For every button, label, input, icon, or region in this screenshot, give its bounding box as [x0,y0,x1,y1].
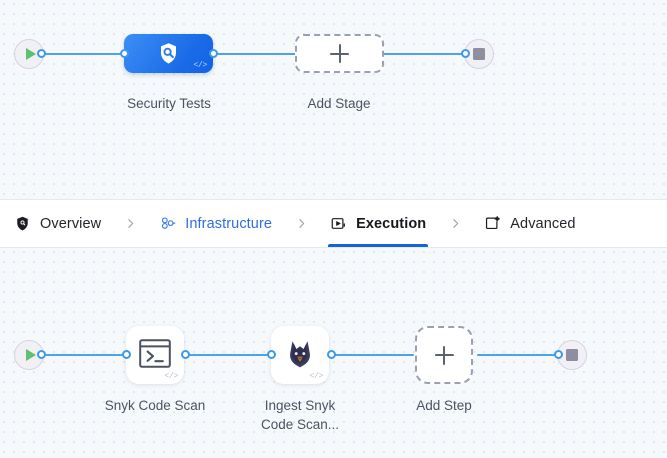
step-node-snyk-code-scan[interactable]: </> [126,326,184,384]
step-node-ingest-snyk-code-scan[interactable]: </> [271,326,329,384]
shield-icon [14,215,31,232]
add-stage-button[interactable] [295,34,384,73]
tab-overview[interactable]: Overview [0,200,111,247]
code-badge: </> [309,372,323,381]
tab-label-execution: Execution [356,215,427,232]
end-input-port[interactable] [461,49,470,58]
plus-icon [330,44,349,63]
play-icon [25,349,36,361]
snyk-code-scan-input-port[interactable] [122,350,131,359]
start-output-port[interactable] [37,49,46,58]
chevron-right-icon [282,200,320,247]
tab-label-advanced: Advanced [510,215,576,232]
infrastructure-icon [159,215,176,232]
tab-label-overview: Overview [40,215,102,232]
stage-canvas[interactable]: </> Security Tests Add Stage [0,0,667,199]
snyk-dog-icon [271,338,329,369]
tab-infrastructure[interactable]: Infrastructure [149,200,282,247]
shield-scan-icon [124,41,213,66]
edge-start-to-snyk-code-scan [40,354,126,356]
pipeline-section-tabs[interactable]: Overview Infrastructure [0,199,667,248]
add-step-label: Add Step [416,398,472,413]
edge-add-step-to-end [477,354,562,356]
tab-label-infrastructure: Infrastructure [185,215,273,232]
step-start-output-port[interactable] [37,350,46,359]
tab-advanced[interactable]: Advanced [474,200,585,247]
chevron-right-icon [436,200,474,247]
edge-add-stage-to-end [372,53,470,55]
security-tests-input-port[interactable] [120,49,129,58]
stop-icon [473,48,485,60]
step-node-label-ingest-snyk-code-scan: Ingest Snyk Code Scan... [260,398,340,432]
edge-snyk-code-scan-to-ingest [186,354,272,356]
step-end-input-port[interactable] [554,350,563,359]
stop-icon [566,349,578,361]
terminal-icon [126,338,184,369]
add-step-button[interactable] [415,326,473,384]
ingest-output-port[interactable] [327,350,336,359]
edge-start-to-security-tests [40,53,126,55]
code-badge: </> [164,372,178,381]
security-tests-output-port[interactable] [209,49,218,58]
ingest-input-port[interactable] [267,350,276,359]
edge-security-tests-to-add-stage [210,53,306,55]
stage-node-label-security-tests: Security Tests [127,96,211,111]
step-canvas[interactable]: </> Snyk Code Scan </> Ingest Snyk Code … [0,248,667,458]
edge-ingest-to-add-step [332,354,414,356]
play-icon [25,48,36,60]
advanced-icon [484,215,501,232]
tab-execution[interactable]: Execution [320,200,436,247]
step-node-label-snyk-code-scan: Snyk Code Scan [104,398,206,413]
plus-icon [434,345,454,365]
add-stage-label: Add Stage [307,96,371,111]
snyk-code-scan-output-port[interactable] [181,350,190,359]
chevron-right-icon [111,200,149,247]
execution-icon [330,215,347,232]
stage-node-security-tests[interactable]: </> [124,34,213,73]
code-badge: </> [193,61,207,70]
